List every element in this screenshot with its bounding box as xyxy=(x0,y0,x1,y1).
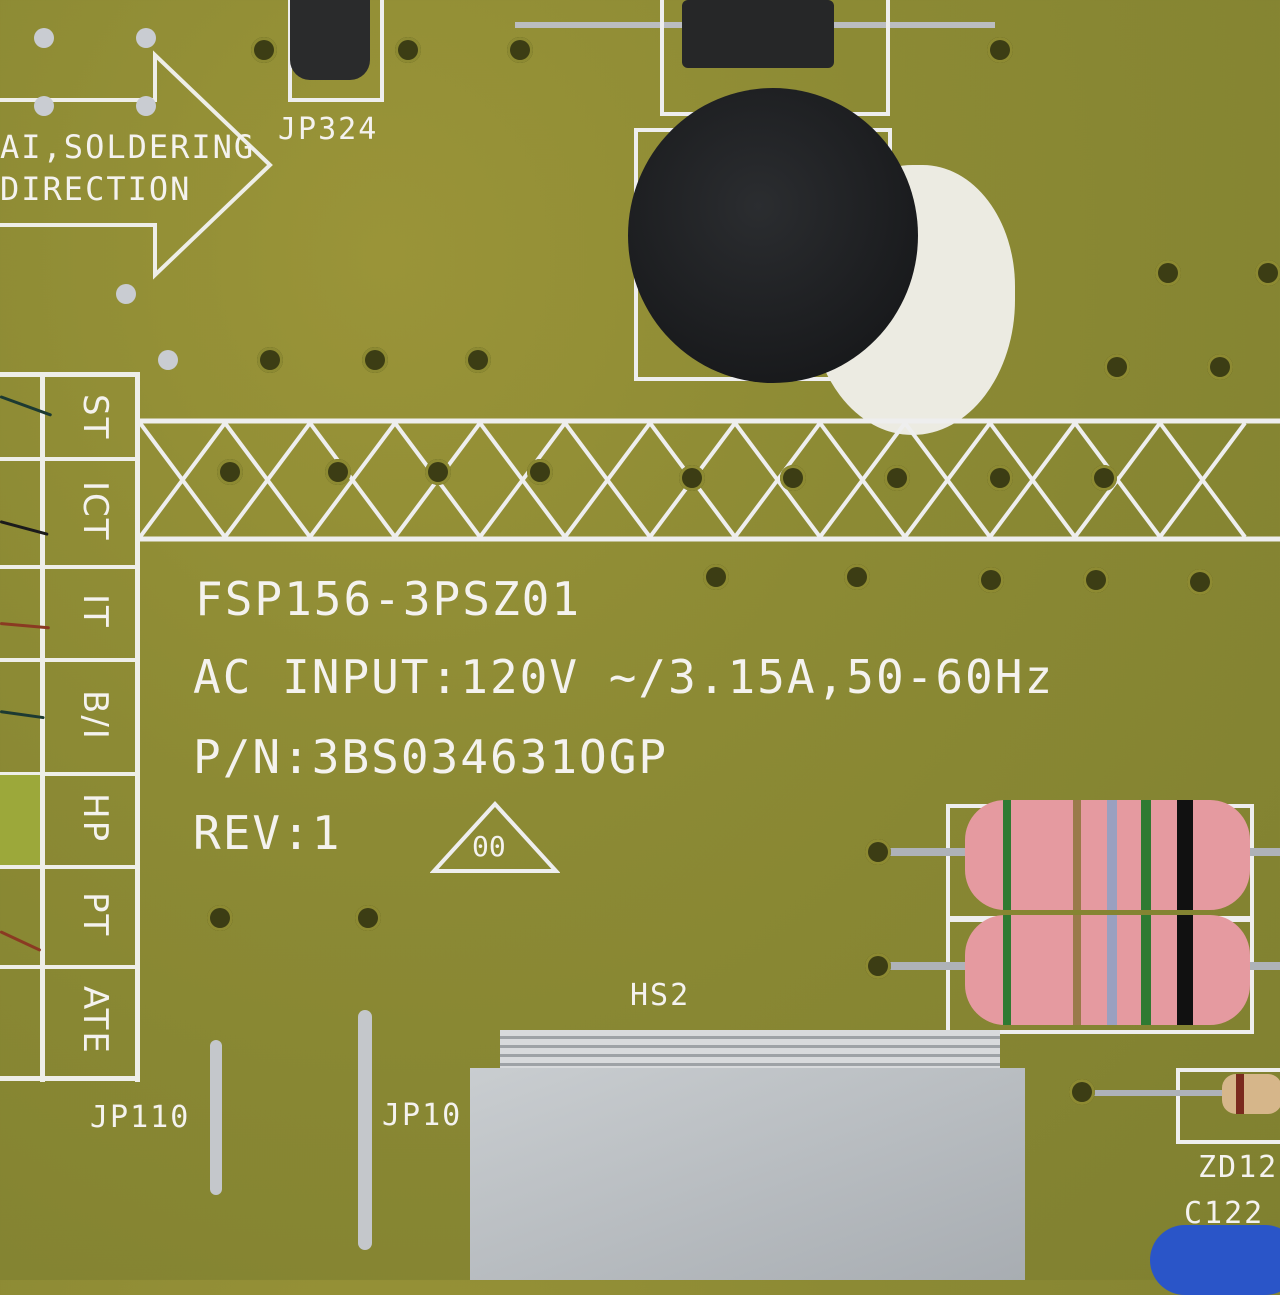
heatsink-label: HS2 xyxy=(630,978,691,1013)
board-model: FSP156-3PSZ01 xyxy=(195,572,582,626)
zener-diode xyxy=(1222,1074,1280,1114)
soldering-direction-arrow xyxy=(0,50,273,280)
via-hole xyxy=(679,465,705,491)
via-hole xyxy=(884,465,910,491)
zener-label: ZD12 xyxy=(1198,1150,1279,1185)
test-label-ate: ATE xyxy=(75,986,115,1055)
via-hole xyxy=(207,905,233,931)
via-hole xyxy=(703,564,729,590)
via-hole xyxy=(355,905,381,931)
wire xyxy=(0,930,42,952)
via-hole xyxy=(987,465,1013,491)
jp10-wire xyxy=(358,1010,372,1250)
test-pad xyxy=(34,28,54,48)
resistor-1 xyxy=(965,800,1250,910)
blue-capacitor xyxy=(1150,1225,1280,1295)
zener-outline xyxy=(1176,1068,1280,1144)
board-part-number: P/N:3BS034631OGP xyxy=(193,730,669,784)
strip-divider xyxy=(0,965,140,969)
test-pad xyxy=(158,350,178,370)
triangle-mark-icon xyxy=(430,801,560,873)
test-pad xyxy=(136,28,156,48)
via-hole xyxy=(507,37,533,63)
via-hole xyxy=(1091,465,1117,491)
test-label-pt: PT xyxy=(75,892,115,938)
jp10-label: JP10 xyxy=(382,1098,463,1133)
test-label-ict: ICT xyxy=(75,480,115,542)
strip-divider xyxy=(0,772,140,776)
top-diode xyxy=(682,0,834,68)
arrow-text-line1: AI,SOLDERING xyxy=(0,128,256,166)
via-hole xyxy=(1083,567,1109,593)
via-hole xyxy=(1187,569,1213,595)
resistor-2 xyxy=(965,915,1250,1025)
via-hole xyxy=(865,953,891,979)
via-hole xyxy=(1207,354,1233,380)
via-hole xyxy=(217,459,243,485)
via-hole xyxy=(1069,1079,1095,1105)
test-label-bi: B/I xyxy=(75,689,115,741)
board-ac-input: AC INPUT:120V ~/3.15A,50-60Hz xyxy=(193,650,1055,704)
via-hole xyxy=(1255,260,1280,286)
strip-inner-border xyxy=(40,372,45,1082)
wire xyxy=(0,710,45,720)
via-hole xyxy=(251,37,277,63)
test-label-it: IT xyxy=(75,594,115,629)
strip-top-border xyxy=(0,372,140,377)
triangle-mark-text: 00 xyxy=(472,830,506,863)
jp324-label: JP324 xyxy=(278,112,379,147)
via-hole xyxy=(325,459,351,485)
via-hole xyxy=(780,465,806,491)
jp110-label: JP110 xyxy=(90,1100,191,1135)
heatsink-fins xyxy=(500,1030,1000,1070)
strip-right-border xyxy=(135,372,140,1082)
via-hole xyxy=(395,37,421,63)
strip-divider xyxy=(0,865,140,869)
green-marker-area xyxy=(0,775,40,865)
via-hole xyxy=(1104,354,1130,380)
strip-bottom-border xyxy=(0,1076,140,1081)
jp324-diode xyxy=(290,0,370,80)
strip-divider xyxy=(0,565,140,569)
arrow-text-line2: DIRECTION xyxy=(0,170,192,208)
via-hole xyxy=(257,347,283,373)
via-hole xyxy=(527,459,553,485)
via-hole xyxy=(865,839,891,865)
jp110-wire xyxy=(210,1040,222,1195)
zener-lead xyxy=(1090,1090,1280,1096)
via-hole xyxy=(978,567,1004,593)
test-pad xyxy=(136,96,156,116)
via-hole xyxy=(1155,260,1181,286)
via-hole xyxy=(425,459,451,485)
inductor xyxy=(628,88,918,383)
test-label-hp: HP xyxy=(75,793,115,844)
via-hole xyxy=(465,347,491,373)
via-hole xyxy=(987,37,1013,63)
test-label-st: ST xyxy=(75,393,115,441)
via-hole xyxy=(362,347,388,373)
heatsink xyxy=(470,1068,1025,1280)
test-pad xyxy=(34,96,54,116)
via-hole xyxy=(844,564,870,590)
board-revision: REV:1 xyxy=(193,806,342,860)
strip-divider xyxy=(0,457,140,461)
test-pad xyxy=(116,284,136,304)
strip-divider xyxy=(0,658,140,662)
